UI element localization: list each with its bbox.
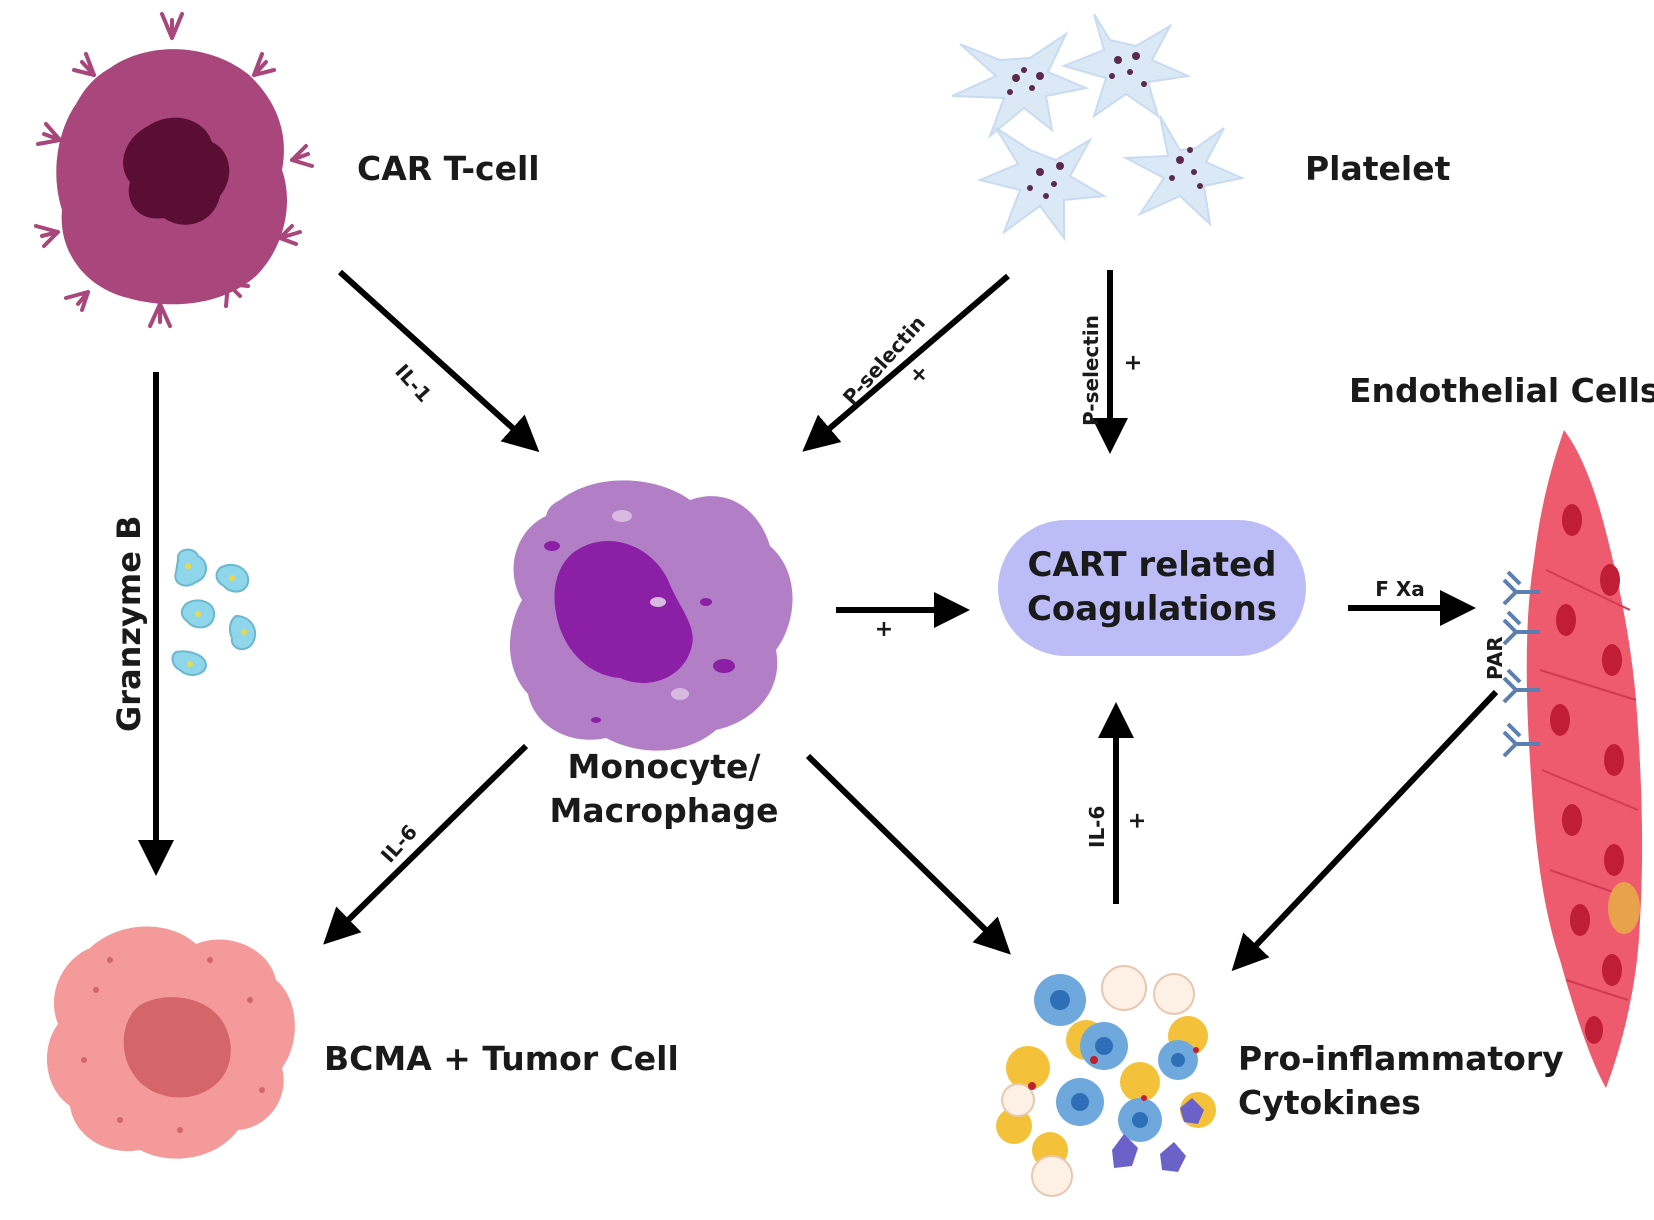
- par-receptor-icons: [1502, 570, 1540, 758]
- plus-sign-3: +: [875, 617, 893, 642]
- arrow-monocyte-to-cytokines: [805, 753, 1011, 955]
- endothelial-cells-label: Endothelial Cells: [1349, 371, 1654, 410]
- plus-sign-4: +: [1125, 812, 1150, 830]
- arrow-endothelial-to-cytokines: [1231, 689, 1499, 972]
- arrow-tcell-to-monocyte: [337, 269, 540, 453]
- coagulation-label-line1: CART related: [1027, 545, 1276, 585]
- p-selectin-label-2: P-selectin: [1079, 315, 1103, 426]
- il-1-label: IL-1: [390, 359, 436, 407]
- arrow-monocyte-to-tumor: [323, 743, 529, 945]
- car-t-cell-icon: [34, 12, 314, 328]
- il-6-label-1: IL-6: [376, 820, 422, 868]
- endothelial-cells-icon: [1526, 430, 1643, 1088]
- cytokines-label-line2: Cytokines: [1238, 1083, 1421, 1122]
- coagulation-box: [998, 520, 1306, 656]
- arrow-platelet-to-monocyte: [802, 273, 1010, 452]
- granzyme-b-label: Granzyme B: [110, 516, 148, 732]
- car-t-cell-label: CAR T-cell: [357, 149, 540, 188]
- il-6-label-2: IL-6: [1085, 806, 1109, 848]
- platelet-cluster-icon: [951, 13, 1246, 241]
- tumor-cell-label: BCMA + Tumor Cell: [324, 1039, 679, 1078]
- par-label: PAR: [1483, 636, 1507, 680]
- monocyte-label-line1: Monocyte/: [568, 747, 762, 786]
- f-xa-label: F Xa: [1375, 577, 1425, 601]
- cytokine-cells-icon: [996, 965, 1216, 1197]
- tumor-cell-icon: [46, 926, 295, 1159]
- cytokines-label-line1: Pro-inflammatory: [1238, 1039, 1564, 1078]
- coagulation-label-line2: Coagulations: [1027, 589, 1277, 629]
- macrophage-icon: [509, 480, 793, 751]
- granzyme-granules-icon: [171, 548, 257, 676]
- monocyte-label-line2: Macrophage: [549, 791, 778, 830]
- platelet-label: Platelet: [1305, 149, 1451, 188]
- plus-sign-2: +: [1121, 354, 1146, 372]
